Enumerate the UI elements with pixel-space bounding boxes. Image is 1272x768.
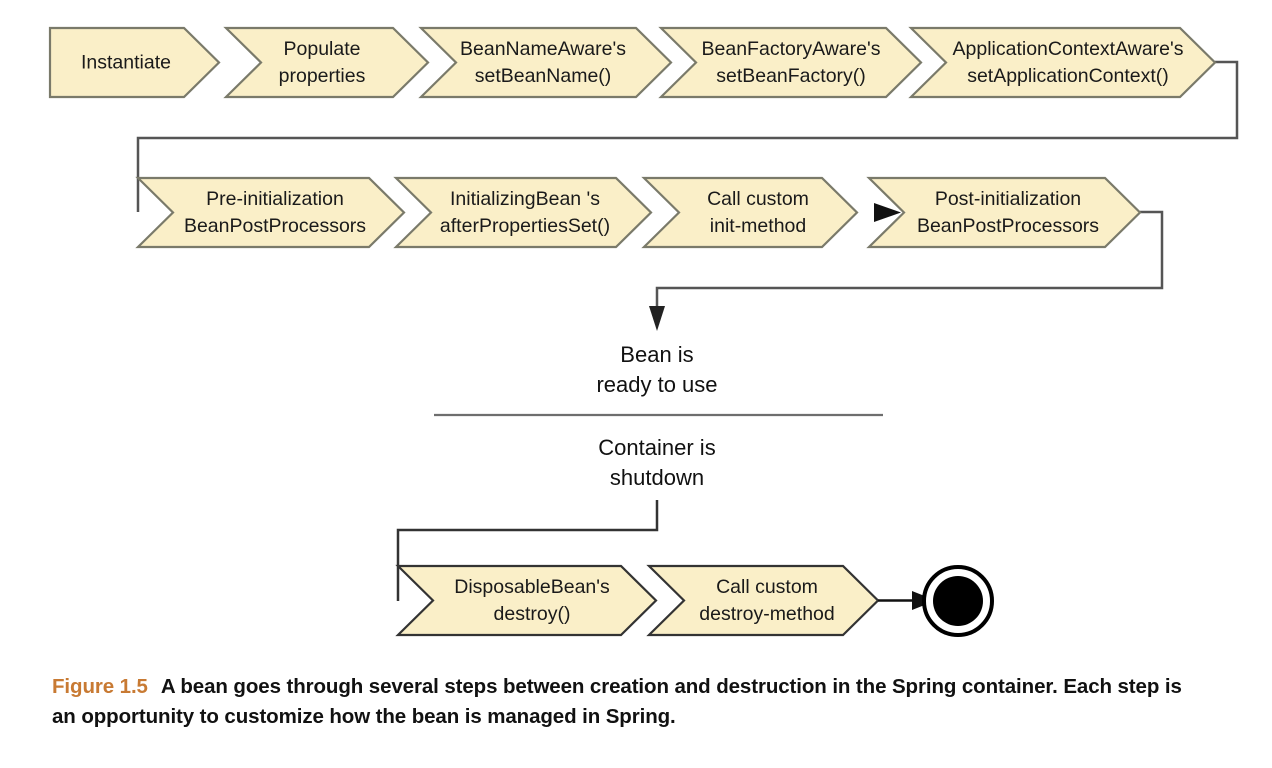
chevron-label-line2: afterPropertiesSet() bbox=[440, 215, 610, 237]
chevron-disposablebean-destroy[interactable]: DisposableBean's destroy() bbox=[395, 564, 658, 637]
figure-caption-text: A bean goes through several steps betwee… bbox=[52, 675, 1182, 728]
lifecycle-flow-svg: Instantiate Populate properties BeanName… bbox=[48, 26, 1239, 637]
chevron-call-custom-init-method[interactable]: Call custom init-method bbox=[641, 176, 859, 249]
figure-number: Figure 1.5 bbox=[52, 675, 148, 698]
chevron-pre-initialization-beanpostprocessors[interactable]: Pre-initialization BeanPostProcessors bbox=[135, 176, 406, 249]
state-container-shutdown: Container is shutdown bbox=[598, 435, 715, 490]
chevron-label-line1: BeanFactoryAware's bbox=[702, 38, 881, 60]
chevron-label-line2: properties bbox=[279, 65, 366, 87]
chevron-label-line2: destroy() bbox=[494, 603, 571, 625]
chevron-label-line2: BeanPostProcessors bbox=[184, 215, 366, 237]
chevron-beannameaware-setbeanname[interactable]: BeanNameAware's setBeanName() bbox=[418, 26, 673, 99]
chevron-label-line1: Call custom bbox=[716, 576, 818, 598]
chevron-populate-properties[interactable]: Populate properties bbox=[223, 26, 430, 99]
connector-row2-to-ready bbox=[649, 210, 1164, 331]
final-state-icon bbox=[922, 565, 994, 637]
state-label-line1: Container is bbox=[598, 435, 715, 460]
chevron-label-line1: Call custom bbox=[707, 188, 809, 210]
state-label-line2: ready to use bbox=[596, 372, 717, 397]
chevron-label-line1: Pre-initialization bbox=[206, 188, 344, 210]
chevron-label-line2: setApplicationContext() bbox=[967, 65, 1169, 87]
chevron-beanfactoryaware-setbeanfactory[interactable]: BeanFactoryAware's setBeanFactory() bbox=[658, 26, 923, 99]
chevron-call-custom-destroy-method[interactable]: Call custom destroy-method bbox=[646, 564, 880, 637]
chevron-instantiate[interactable]: Instantiate bbox=[48, 26, 221, 99]
chevron-label-line1: InitializingBean 's bbox=[450, 188, 600, 210]
arrowhead-to-ready-state bbox=[649, 306, 665, 331]
chevron-label-line1: DisposableBean's bbox=[454, 576, 610, 598]
connector-row1-to-row2 bbox=[136, 60, 1239, 212]
chevron-label-line1: ApplicationContextAware's bbox=[953, 38, 1184, 60]
chevron-post-initialization-beanpostprocessors[interactable]: Post-initialization BeanPostProcessors bbox=[866, 176, 1142, 249]
chevron-label-line2: setBeanFactory() bbox=[716, 65, 866, 87]
chevron-label-line1: Post-initialization bbox=[935, 188, 1081, 210]
chevron-label-line2: setBeanName() bbox=[475, 65, 612, 87]
chevron-label-line2: destroy-method bbox=[699, 603, 834, 625]
chevron-initializingbean-afterpropertiesset[interactable]: InitializingBean 's afterPropertiesSet() bbox=[393, 176, 653, 249]
chevron-label-line1: BeanNameAware's bbox=[460, 38, 626, 60]
arrowhead-to-post-initialization bbox=[874, 203, 901, 222]
state-label-line1: Bean is bbox=[620, 342, 693, 367]
chevron-label-line2: BeanPostProcessors bbox=[917, 215, 1099, 237]
state-label-line2: shutdown bbox=[610, 465, 704, 490]
chevron-label: Instantiate bbox=[81, 52, 171, 74]
chevron-label-line1: Populate bbox=[284, 38, 361, 60]
chevron-applicationcontextaware-setapplicationcontext[interactable]: ApplicationContextAware's setApplication… bbox=[908, 26, 1217, 99]
state-bean-ready-to-use: Bean is ready to use bbox=[596, 342, 717, 397]
chevron-label-line2: init-method bbox=[710, 215, 806, 237]
